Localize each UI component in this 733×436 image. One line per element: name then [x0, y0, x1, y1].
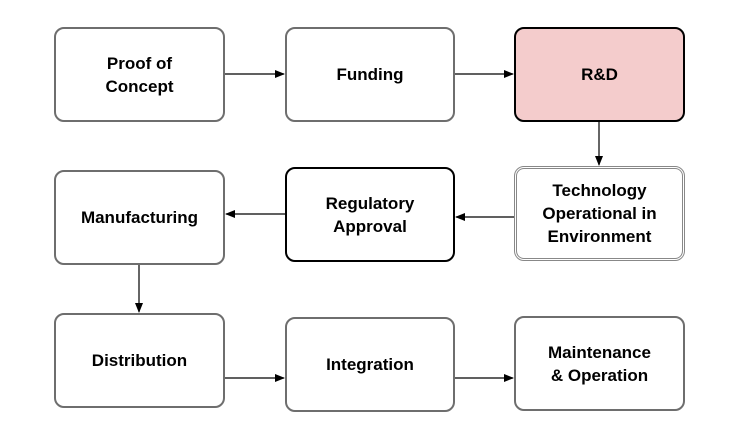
node-funding: Funding [285, 27, 455, 122]
node-label: Regulatory Approval [325, 193, 415, 236]
node-label: Distribution [91, 351, 188, 370]
node-label: Proof of Concept [105, 53, 174, 96]
node-label: R&D [581, 65, 618, 84]
node-label: Maintenance & Operation [548, 342, 651, 385]
node-proof-of-concept: Proof of Concept [54, 27, 225, 122]
node-label: Technology Operational in Environment [542, 181, 657, 246]
node-maintenance-operation: Maintenance & Operation [514, 316, 685, 411]
node-regulatory-approval: Regulatory Approval [285, 167, 455, 262]
node-rd: R&D [514, 27, 685, 122]
node-distribution: Distribution [54, 313, 225, 408]
node-technology-operational: Technology Operational in Environment [514, 166, 685, 261]
node-manufacturing: Manufacturing [54, 170, 225, 265]
node-label: Funding [336, 65, 404, 84]
node-integration: Integration [285, 317, 455, 412]
node-label: Manufacturing [80, 208, 199, 227]
node-label: Integration [326, 355, 414, 374]
